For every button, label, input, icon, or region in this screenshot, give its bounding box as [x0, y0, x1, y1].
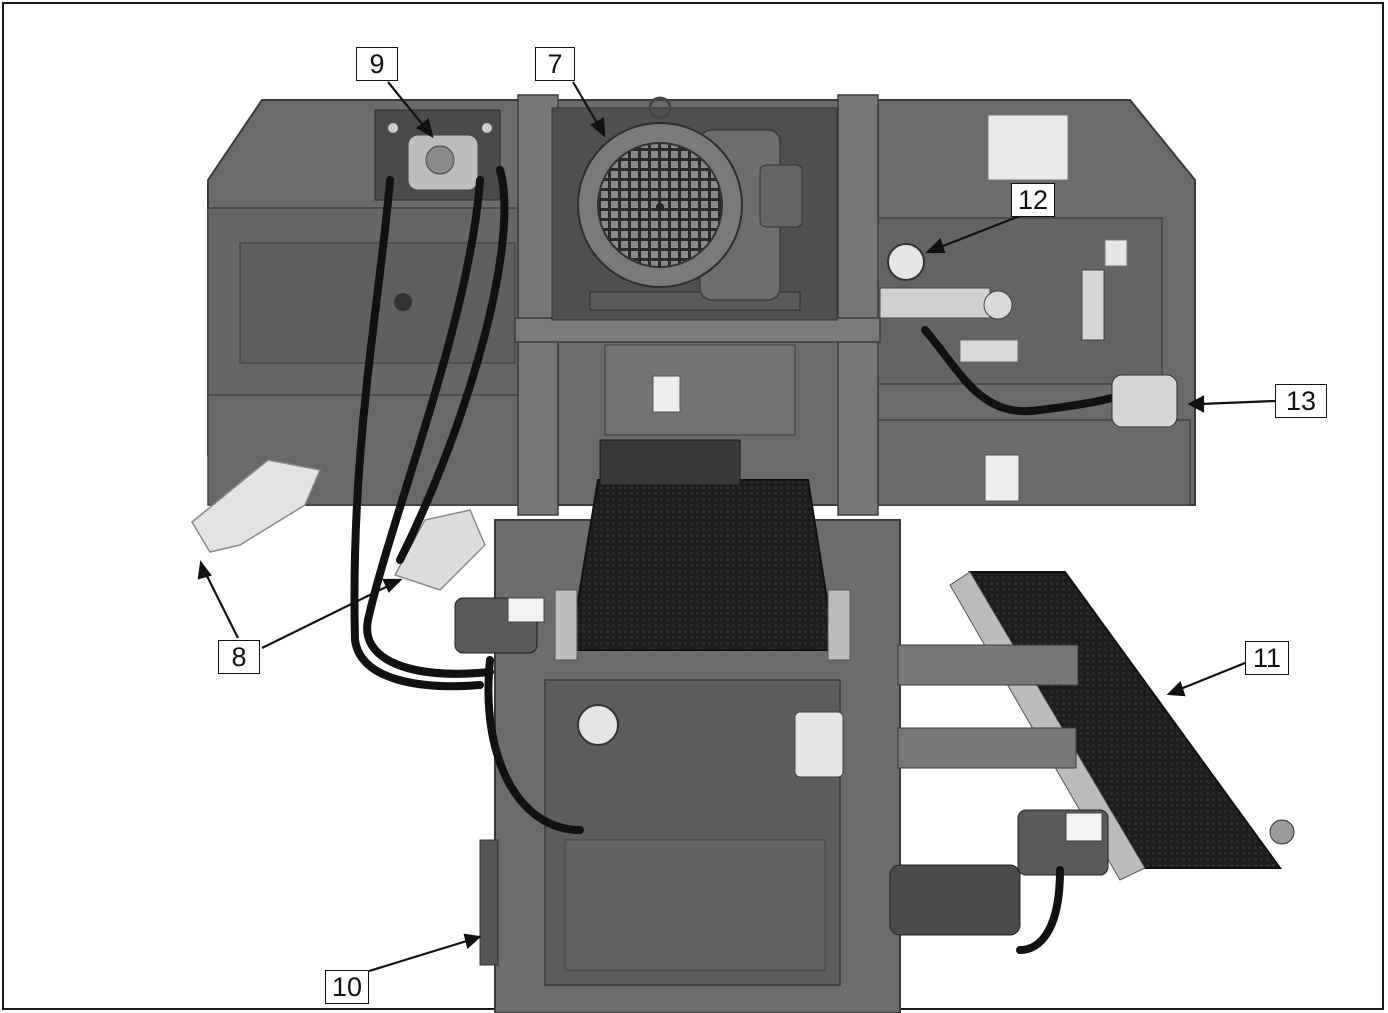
- leader-10: [365, 938, 471, 974]
- hydraulic-hoses: [350, 166, 1124, 954]
- leader-8a: [204, 571, 239, 639]
- leader-lines: [197, 81, 1276, 974]
- leader-9: [387, 81, 428, 131]
- callout-12: 12: [1011, 183, 1055, 217]
- outfeed-conveyor: [897, 571, 1295, 881]
- callout-8: 8: [218, 640, 260, 674]
- main-conveyor: [554, 344, 851, 661]
- leader-7: [572, 81, 601, 129]
- pressure-gauges: [577, 243, 1178, 778]
- hydraulic-pump: [374, 109, 501, 201]
- leader-8b: [261, 583, 393, 649]
- head-housing: [207, 99, 1196, 506]
- leader-11: [1177, 661, 1246, 692]
- dust-ports: [191, 459, 486, 591]
- callout-9: 9: [356, 47, 398, 81]
- callout-10: 10: [325, 970, 369, 1004]
- callout-11: 11: [1245, 641, 1289, 675]
- callout-13: 13: [1275, 384, 1327, 418]
- callout-7: 7: [535, 47, 575, 81]
- main-motor: [577, 96, 803, 311]
- decals: [507, 375, 1103, 842]
- leader-13: [1199, 399, 1276, 406]
- leader-12: [937, 210, 1031, 250]
